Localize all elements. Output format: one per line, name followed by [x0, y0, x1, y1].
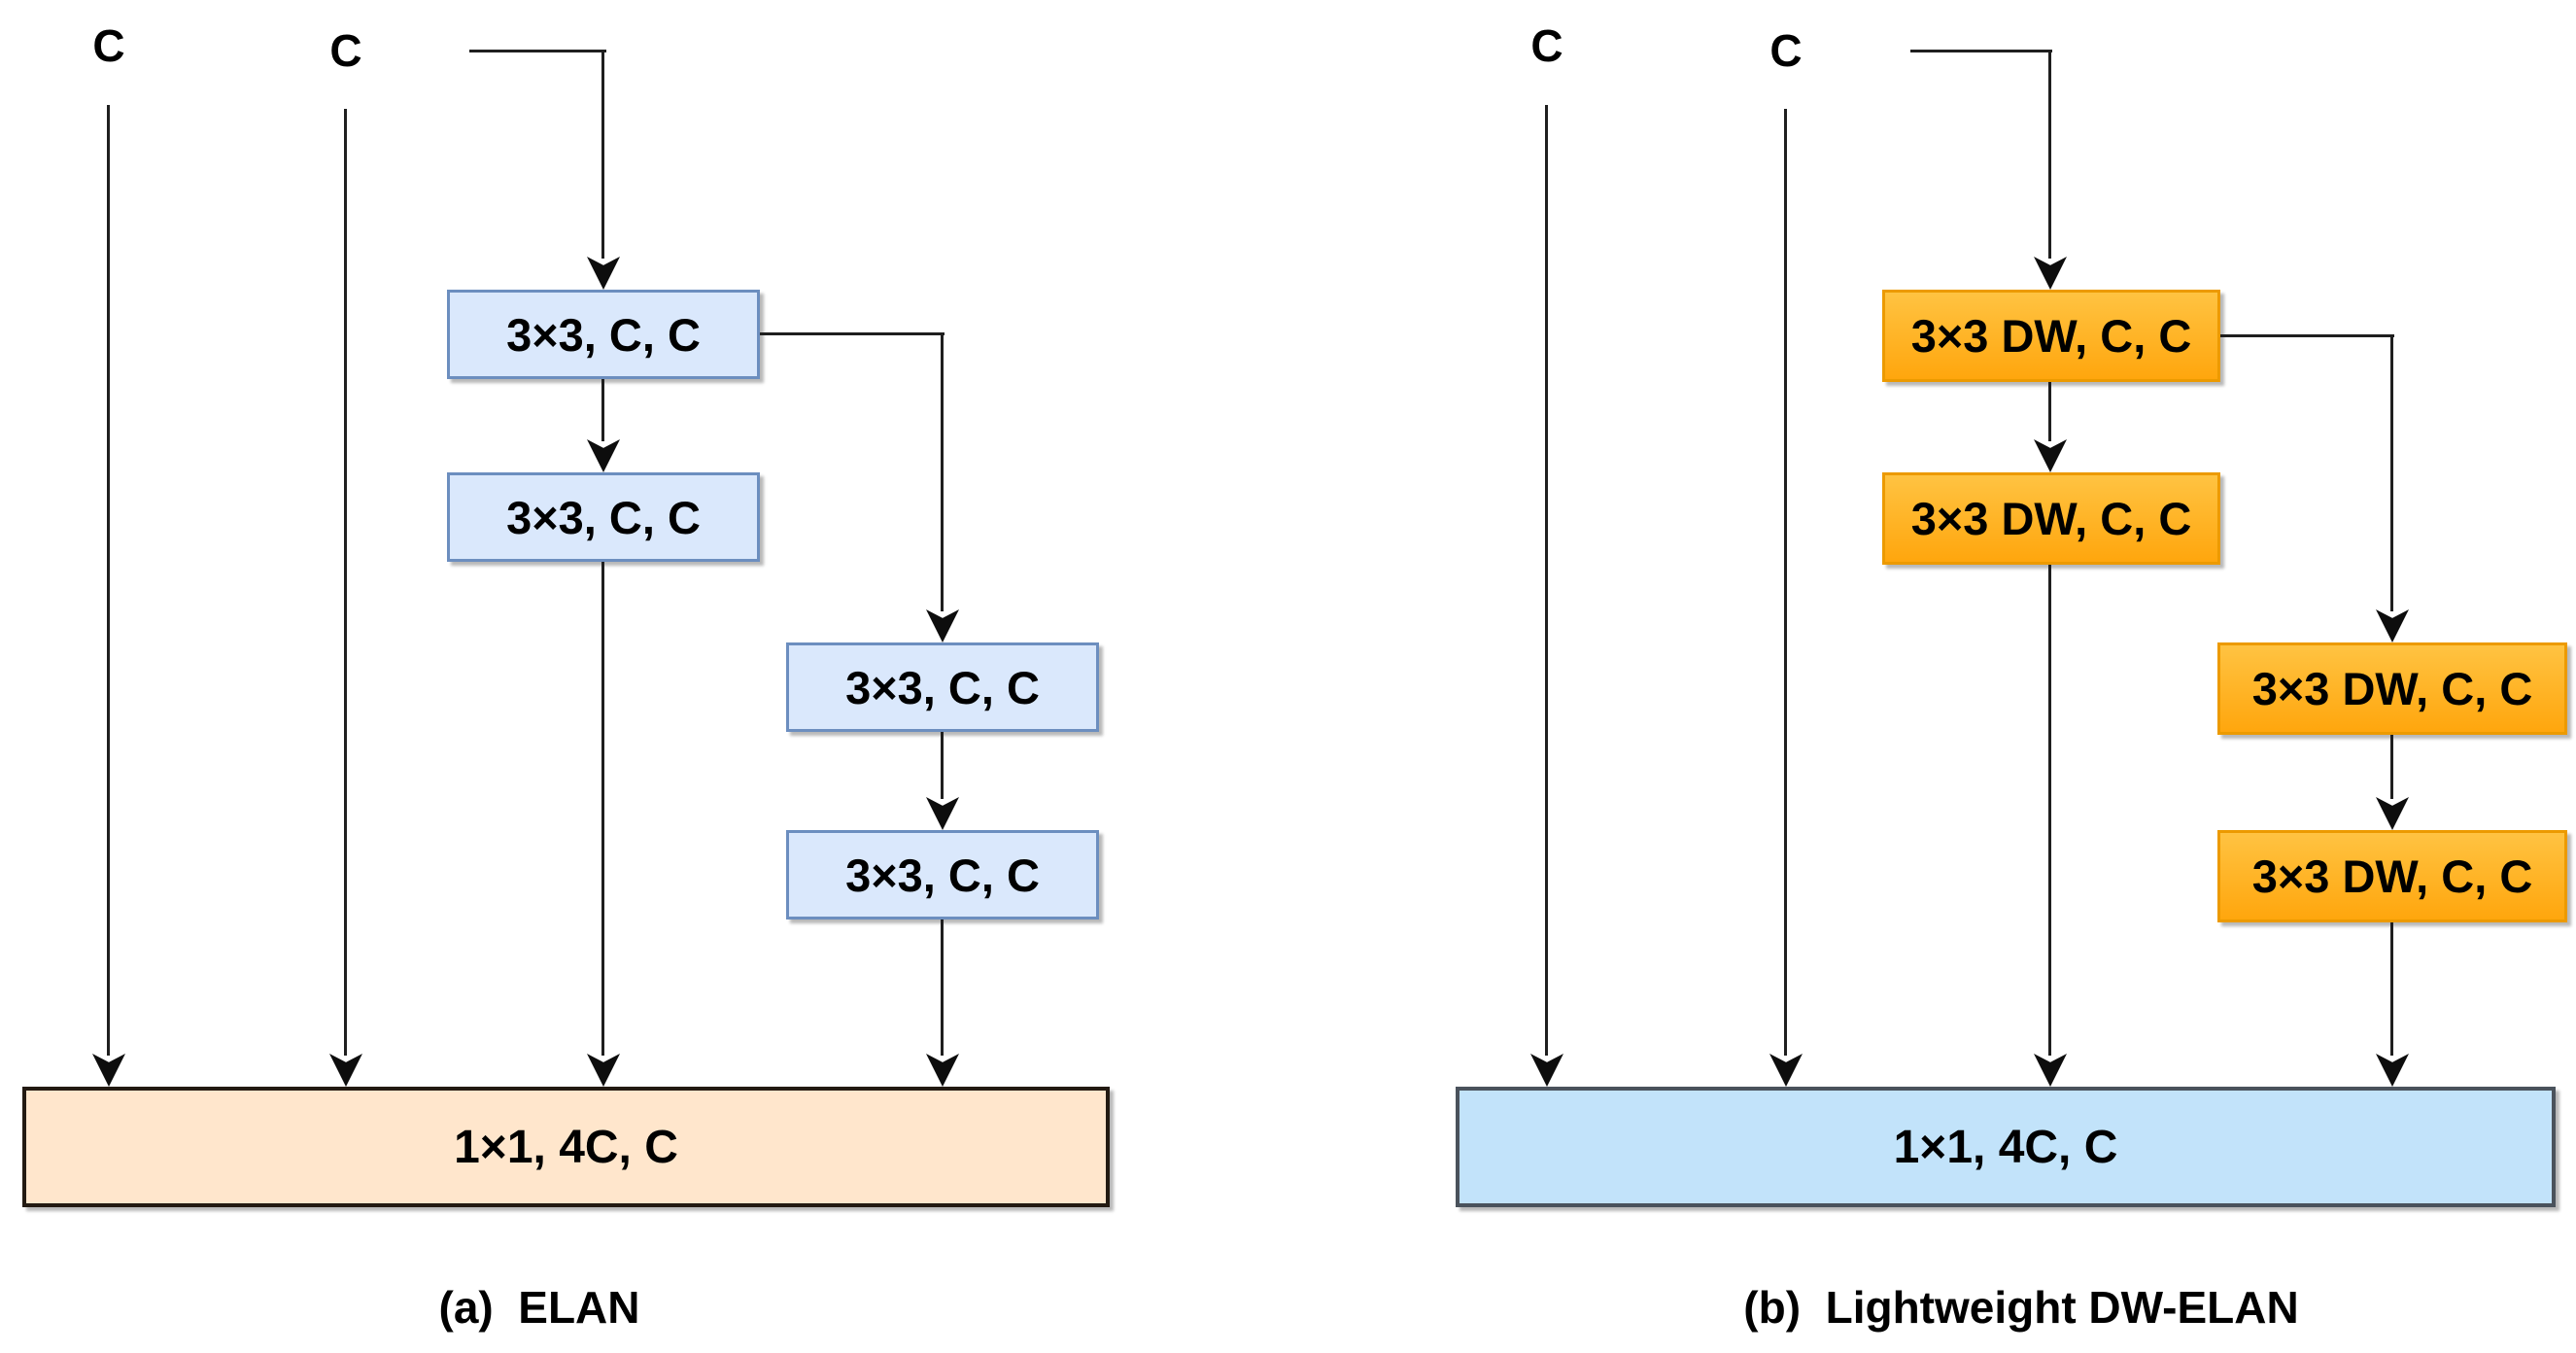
arrowhead-down-icon [92, 1054, 125, 1087]
dwelan-conv-block-2: 3×3 DW, C, C [1882, 472, 2220, 565]
dwelan-input-elbow-v [2048, 50, 2051, 259]
dwelan-branch-elbow-v [2390, 334, 2393, 611]
elan-identity2-connector [344, 109, 347, 1056]
arrowhead-down-icon [587, 1054, 620, 1087]
arrowhead-down-icon [587, 439, 620, 472]
arrowhead-down-icon [2376, 1054, 2409, 1087]
dwelan-caption: (b) Lightweight DW-ELAN [1743, 1282, 2299, 1333]
elan-input-label-1: C [92, 20, 125, 71]
dwelan-conv1-to-conv2-connector [2048, 382, 2051, 441]
dwelan-identity1-connector [1545, 105, 1548, 1056]
dwelan-conv-block-3: 3×3 DW, C, C [2217, 642, 2567, 735]
elan-conv-block-1: 3×3, C, C [447, 290, 760, 379]
dwelan-identity2-connector [1784, 109, 1787, 1056]
dwelan-input-elbow-h [1910, 50, 2052, 52]
elan-identity1-connector [107, 105, 110, 1056]
elan-conv-block-4: 3×3, C, C [786, 830, 1099, 919]
dwelan-conv2-to-output-connector [2048, 565, 2051, 1056]
arrowhead-down-icon [926, 797, 959, 830]
elan-conv-block-2: 3×3, C, C [447, 472, 760, 562]
dwelan-conv-block-1: 3×3 DW, C, C [1882, 290, 2220, 382]
arrowhead-down-icon [926, 1054, 959, 1087]
arrowhead-down-icon [329, 1054, 362, 1087]
arrowhead-down-icon [2034, 257, 2067, 290]
arrowhead-down-icon [2034, 439, 2067, 472]
elan-branch-elbow-h [760, 332, 945, 335]
dwelan-conv4-to-output-connector [2390, 922, 2393, 1056]
arrowhead-down-icon [926, 609, 959, 642]
arrowhead-down-icon [1530, 1054, 1563, 1087]
elan-input-elbow-h [469, 50, 606, 52]
arrowhead-down-icon [2034, 1054, 2067, 1087]
elan-conv1-to-conv2-connector [601, 379, 604, 441]
elan-conv-block-3: 3×3, C, C [786, 642, 1099, 732]
elan-input-label-2: C [329, 25, 362, 76]
elan-caption: (a) ELAN [438, 1282, 640, 1333]
elan-conv2-to-output-connector [601, 562, 604, 1056]
dwelan-input-label-2: C [1769, 25, 1803, 76]
dwelan-output-block: 1×1, 4C, C [1456, 1087, 2556, 1207]
dwelan-conv-block-4: 3×3 DW, C, C [2217, 830, 2567, 922]
dwelan-input-label-1: C [1530, 20, 1563, 71]
arrowhead-down-icon [1769, 1054, 1803, 1087]
dwelan-branch-elbow-h [2220, 334, 2394, 337]
arrowhead-down-icon [2376, 609, 2409, 642]
elan-conv4-to-output-connector [941, 919, 944, 1056]
arrowhead-down-icon [2376, 797, 2409, 830]
elan-branch-elbow-v [941, 332, 944, 611]
arrowhead-down-icon [587, 257, 620, 290]
elan-conv3-to-conv4-connector [941, 732, 944, 799]
elan-output-block: 1×1, 4C, C [22, 1087, 1110, 1207]
dwelan-conv3-to-conv4-connector [2390, 735, 2393, 799]
elan-input-elbow-v [601, 50, 604, 259]
